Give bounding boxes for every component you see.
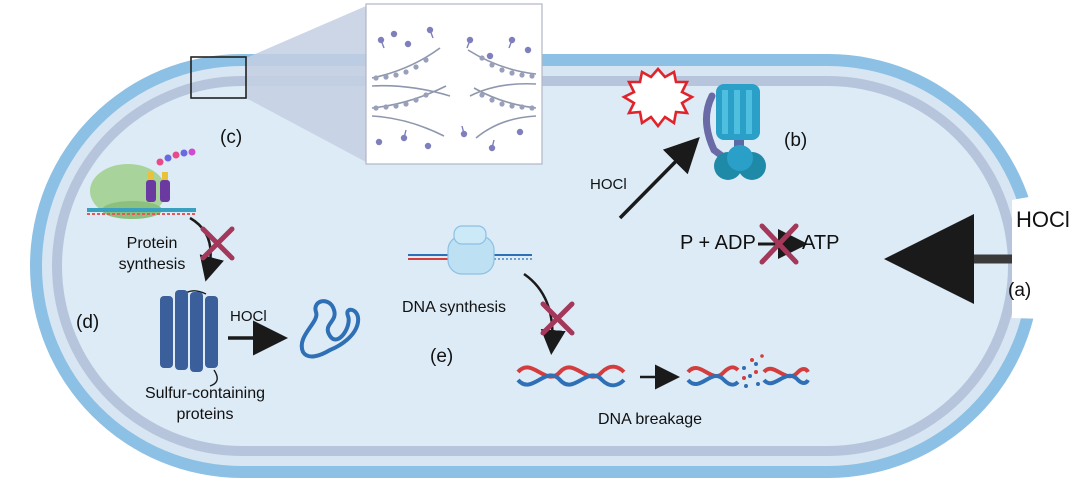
label-b: (b)	[784, 130, 808, 151]
label-a: (a)	[1008, 280, 1032, 301]
membrane-notch	[1012, 188, 1080, 320]
inhibit-atp-x	[759, 223, 799, 265]
label-hocl-external: HOCl	[1016, 207, 1070, 232]
ribosome-icon	[87, 148, 196, 219]
dna-helix-icon	[516, 364, 626, 388]
broken-dna-icon	[686, 354, 810, 388]
arrow-dna-synthesis	[523, 272, 566, 355]
unfolded-protein-icon	[299, 299, 361, 359]
cell-cytoplasm	[62, 86, 1008, 446]
label-hocl-atp-synthase: HOCl	[590, 176, 627, 193]
label-dna-synthesis: DNA synthesis	[402, 299, 507, 316]
label-d: (d)	[76, 312, 100, 333]
zoom-source-box	[190, 56, 247, 99]
inhibit-dna-x	[540, 301, 575, 336]
label-protein-synthesis: Protein synthesis	[118, 235, 186, 273]
label-c: (c)	[220, 127, 243, 148]
label-atp-reaction-left: P + ADP	[680, 232, 756, 254]
dna-polymerase-icon	[408, 225, 532, 275]
label-hocl-proteins: HOCl	[230, 308, 267, 325]
transmembrane-protein-icon	[160, 290, 218, 387]
atp-synthase-icon	[703, 84, 766, 180]
starburst-icon	[621, 67, 695, 129]
label-sulfur-proteins: Sulfur-containing proteins	[144, 385, 266, 423]
bacterial-cell	[30, 54, 1040, 478]
arrow-hocl-to-atp-synthase	[618, 137, 700, 220]
inhibit-protein-x	[200, 226, 235, 261]
zoom-wedge	[246, 6, 366, 162]
label-e: (e)	[430, 346, 454, 367]
arrow-protein-synthesis	[189, 216, 224, 282]
label-dna-breakage: DNA breakage	[598, 411, 703, 428]
label-atp-reaction-right: ATP	[802, 232, 840, 254]
lipid-bilayer-pore-icon	[365, 3, 543, 165]
